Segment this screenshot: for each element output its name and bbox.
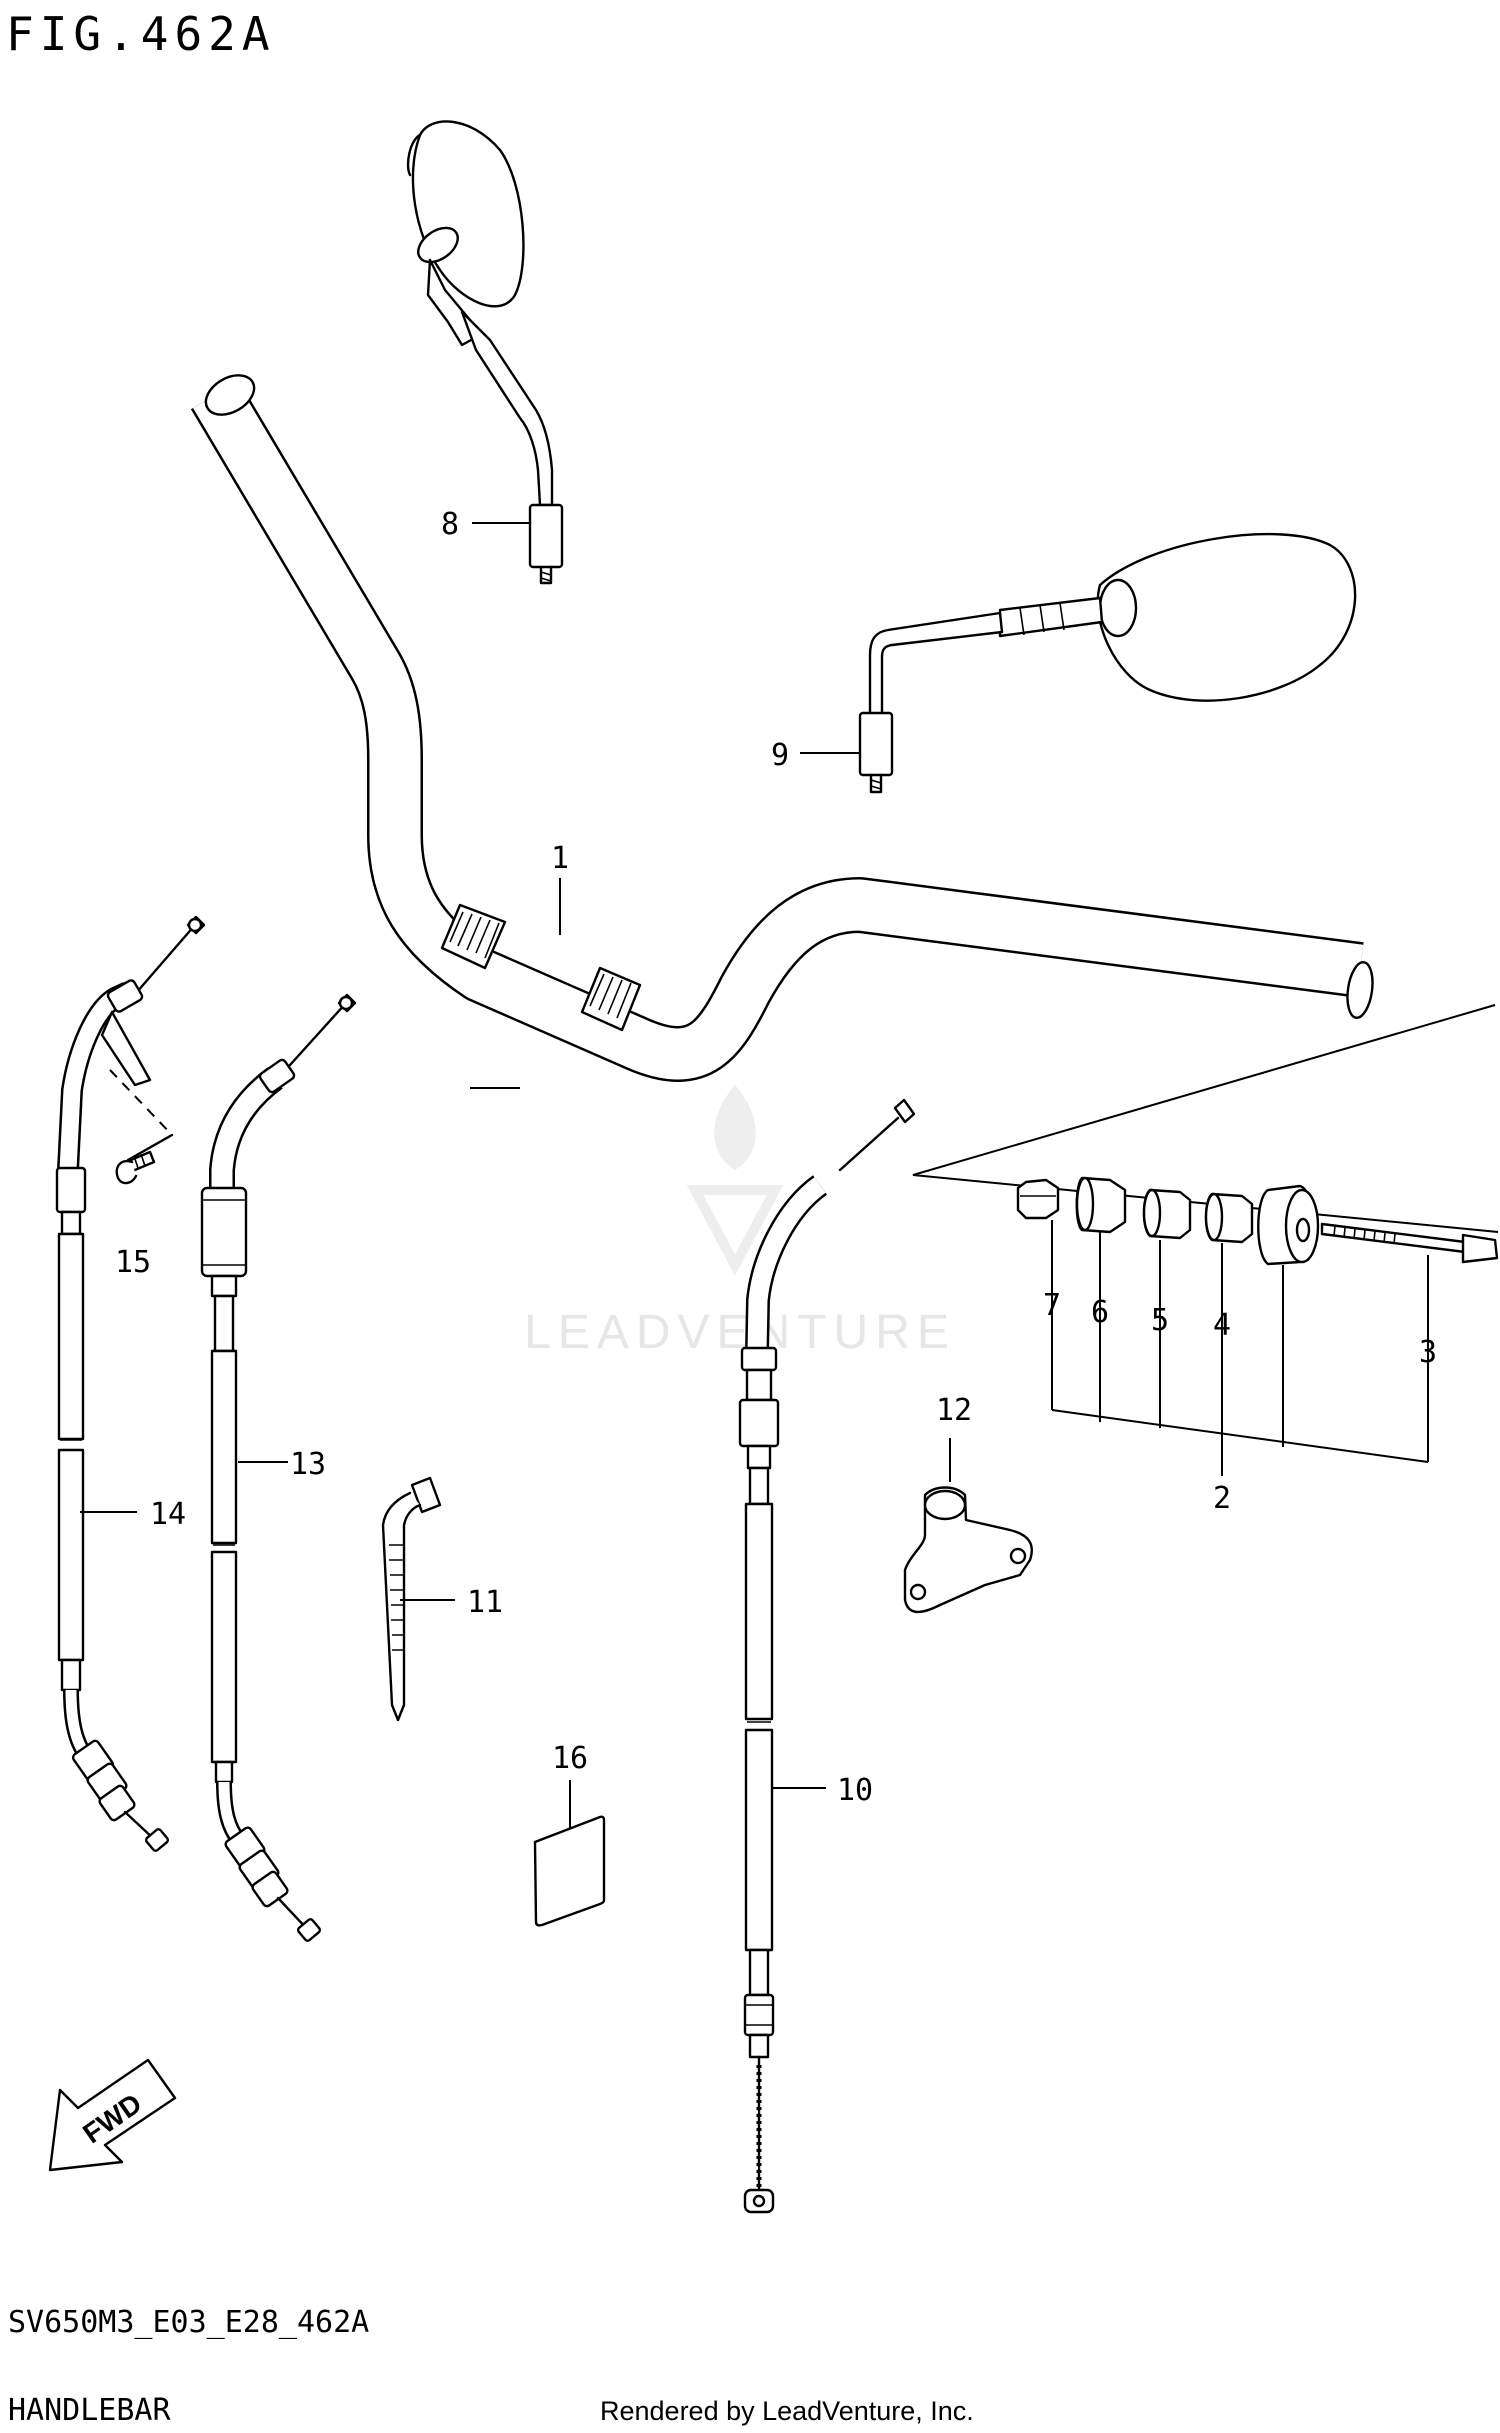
bolt bbox=[1320, 1222, 1499, 1264]
model-code: SV650M3_E03_E28_462A bbox=[8, 2305, 369, 2340]
callout-7: 7 bbox=[1043, 1288, 1061, 1323]
figure-title: FIG.462A bbox=[6, 7, 276, 61]
throttle-cable-14[interactable] bbox=[55, 915, 206, 1852]
callouts: 1 2 3 4 5 6 7 8 9 10 11 12 13 14 15 16 bbox=[115, 507, 1437, 1808]
callout-4: 4 bbox=[1213, 1308, 1231, 1343]
callout-16: 16 bbox=[552, 1741, 588, 1776]
callout-14: 14 bbox=[150, 1497, 186, 1532]
nut bbox=[1016, 1178, 1060, 1220]
label-sticker[interactable] bbox=[533, 1780, 606, 1927]
watermark-text: LEADVENTURE bbox=[524, 1306, 956, 1359]
callout-8: 8 bbox=[441, 507, 459, 542]
handlebar[interactable] bbox=[190, 367, 1376, 1082]
callout-5: 5 bbox=[1151, 1303, 1169, 1338]
credit-text: Rendered by LeadVenture, Inc. bbox=[600, 2396, 974, 2426]
knurled-band bbox=[440, 903, 642, 1032]
cable-tie[interactable] bbox=[381, 1476, 442, 1722]
throttle-cable-13[interactable] bbox=[200, 993, 357, 1942]
callout-3: 3 bbox=[1419, 1335, 1437, 1370]
callout-12: 12 bbox=[936, 1393, 972, 1428]
callout-leaders bbox=[80, 522, 1429, 1789]
screw[interactable] bbox=[115, 1150, 156, 1185]
callout-1: 1 bbox=[551, 841, 569, 876]
callout-13: 13 bbox=[290, 1447, 326, 1482]
section-name: HANDLEBAR bbox=[8, 2393, 171, 2428]
fwd-arrow: FWD bbox=[48, 2058, 177, 2172]
callout-2: 2 bbox=[1213, 1481, 1231, 1516]
holder-bracket[interactable] bbox=[903, 1486, 1033, 1614]
mirror-left[interactable] bbox=[406, 120, 564, 585]
balancer-weight-set[interactable] bbox=[912, 1004, 1499, 1476]
callout-9: 9 bbox=[771, 738, 789, 773]
watermark: LEADVENTURE bbox=[524, 1085, 956, 1359]
callout-6: 6 bbox=[1091, 1295, 1109, 1330]
mirror-right[interactable] bbox=[858, 532, 1357, 794]
callout-15: 15 bbox=[115, 1245, 151, 1280]
callout-10: 10 bbox=[837, 1773, 873, 1808]
clutch-cable[interactable] bbox=[738, 1098, 916, 2214]
callout-11: 11 bbox=[467, 1585, 503, 1620]
